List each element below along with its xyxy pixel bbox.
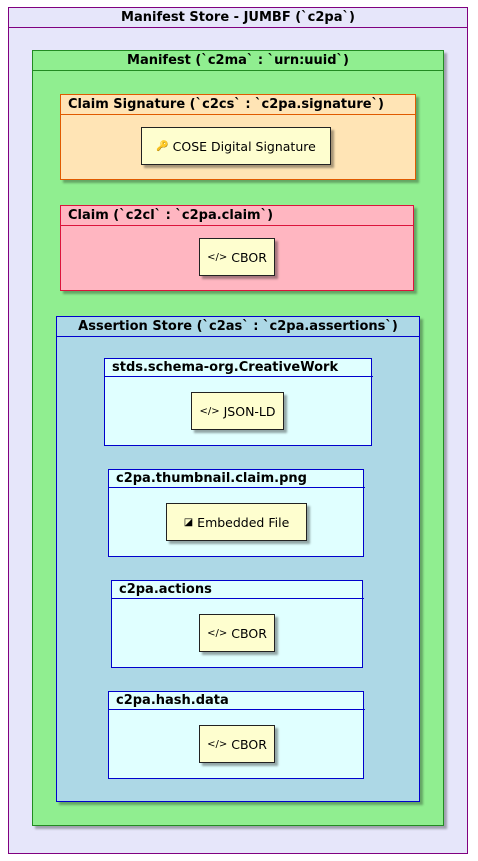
key-icon: 🔑: [156, 140, 169, 152]
cose-signature-node: 🔑 COSE Digital Signature: [141, 127, 331, 165]
hash-data-cbor-label: CBOR: [231, 736, 267, 752]
code-icon: </>: [207, 251, 228, 263]
assertion-title: stds.schema-org.CreativeWork: [105, 359, 373, 377]
claim-signature-frame: Claim Signature (`c2cs` : `c2pa.signatur…: [60, 94, 416, 180]
jsonld-label: JSON-LD: [223, 403, 276, 419]
actions-cbor-node: </> CBOR: [199, 614, 275, 652]
hash-data-cbor-node: </> CBOR: [199, 725, 275, 763]
image-icon: ◪: [183, 516, 194, 528]
claim-title: Claim (`c2cl` : `c2pa.claim`): [61, 206, 413, 226]
actions-cbor-label: CBOR: [231, 625, 267, 641]
claim-cbor-label: CBOR: [231, 249, 267, 265]
code-icon: </>: [207, 627, 228, 639]
assertion-store-title: Assertion Store (`c2as` : `c2pa.assertio…: [57, 317, 419, 337]
jsonld-node: </> JSON-LD: [191, 392, 284, 430]
code-icon: </>: [199, 405, 220, 417]
embedded-file-label: Embedded File: [197, 514, 290, 530]
manifest-title: Manifest (`c2ma` : `urn:uuid`): [33, 51, 443, 71]
manifest-store-title: Manifest Store - JUMBF (`c2pa`): [9, 8, 467, 28]
assertion-title: c2pa.actions: [112, 581, 364, 599]
assertion-title: c2pa.hash.data: [109, 692, 365, 710]
assertion-title: c2pa.thumbnail.claim.png: [109, 470, 365, 488]
claim-signature-title: Claim Signature (`c2cs` : `c2pa.signatur…: [61, 95, 415, 115]
claim-cbor-node: </> CBOR: [199, 238, 275, 276]
code-icon: </>: [207, 738, 228, 750]
cose-signature-label: COSE Digital Signature: [172, 138, 316, 154]
embedded-file-node: ◪ Embedded File: [166, 503, 307, 541]
